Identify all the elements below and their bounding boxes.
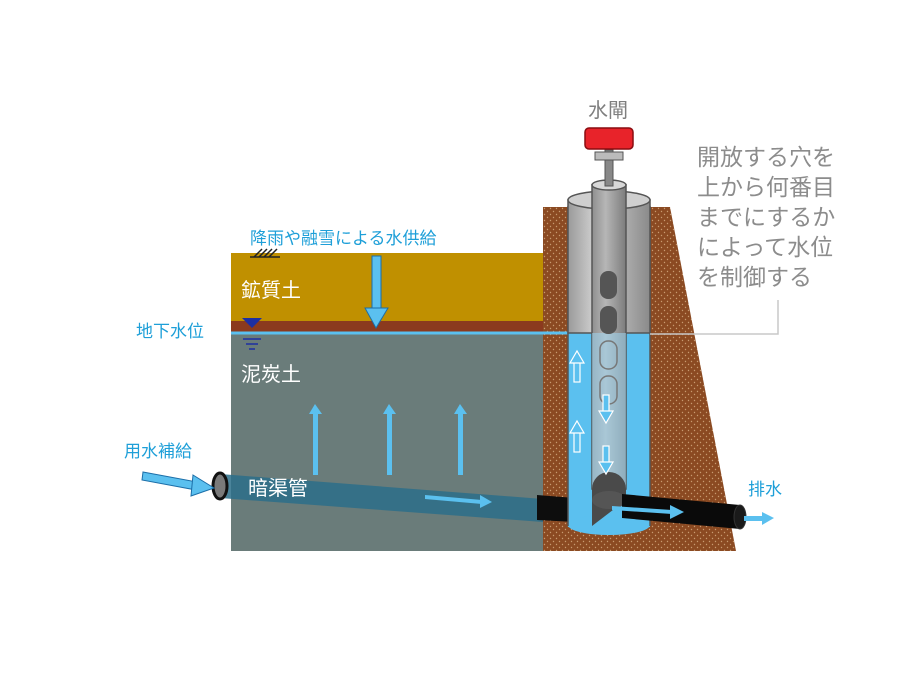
hole-2: [600, 306, 617, 334]
mineral-soil-label: 鉱質土: [241, 278, 301, 302]
discharge-arrow: [744, 512, 774, 525]
note-line: 開放する穴を: [697, 145, 835, 171]
gate-collar: [594, 151, 624, 161]
rain-supply-label: 降雨や融雪による水供給: [250, 229, 437, 249]
soil-boundary-layer: [231, 321, 543, 332]
riser-up-arrow-2: [568, 419, 586, 453]
discharge-label: 排水: [748, 480, 782, 500]
drain-pipe-label: 暗渠管: [248, 476, 308, 500]
hole-3: [599, 340, 618, 370]
drain-pipe-section: [537, 495, 575, 522]
peat-soil-label: 泥炭土: [241, 362, 301, 386]
water-table-label: 地下水位: [136, 322, 204, 342]
capillary-up-arrow-1: [309, 404, 322, 475]
capillary-up-arrow-3: [454, 404, 467, 475]
ground-surface-symbol: [250, 248, 280, 258]
note-line: を制御する: [697, 265, 812, 291]
gate-handle[interactable]: [584, 127, 634, 150]
riser-water-bottom: [568, 515, 650, 535]
outlet-flow-arrow: [612, 505, 684, 519]
water-table-symbol: [242, 318, 262, 350]
hole-1: [600, 271, 617, 299]
riser-down-arrow-2: [597, 445, 615, 476]
riser-up-arrow-1: [568, 349, 586, 383]
note-line: 上から何番目: [697, 175, 835, 201]
inner-pipe-base: [592, 491, 626, 509]
irrigation-supply-label: 用水補給: [124, 442, 192, 462]
riser-down-arrow-1: [597, 394, 615, 425]
note-line: までにするか: [697, 205, 836, 231]
note-leader-line: [650, 300, 779, 335]
capillary-up-arrow-2: [383, 404, 396, 475]
note-line: によって水位: [697, 235, 834, 261]
gate-stem: [604, 149, 614, 187]
rain-supply-arrow: [364, 255, 389, 330]
gate-label: 水閘: [588, 98, 628, 122]
water-level-control-note: 開放する穴を 上から何番目 までにするか によって水位 を制御する: [697, 143, 867, 293]
pipe-flow-arrow: [425, 495, 492, 508]
drain-pipe-inlet: [211, 471, 229, 501]
irrigation-supply-arrow: [141, 471, 216, 497]
drain-pipe-water: [220, 474, 543, 522]
